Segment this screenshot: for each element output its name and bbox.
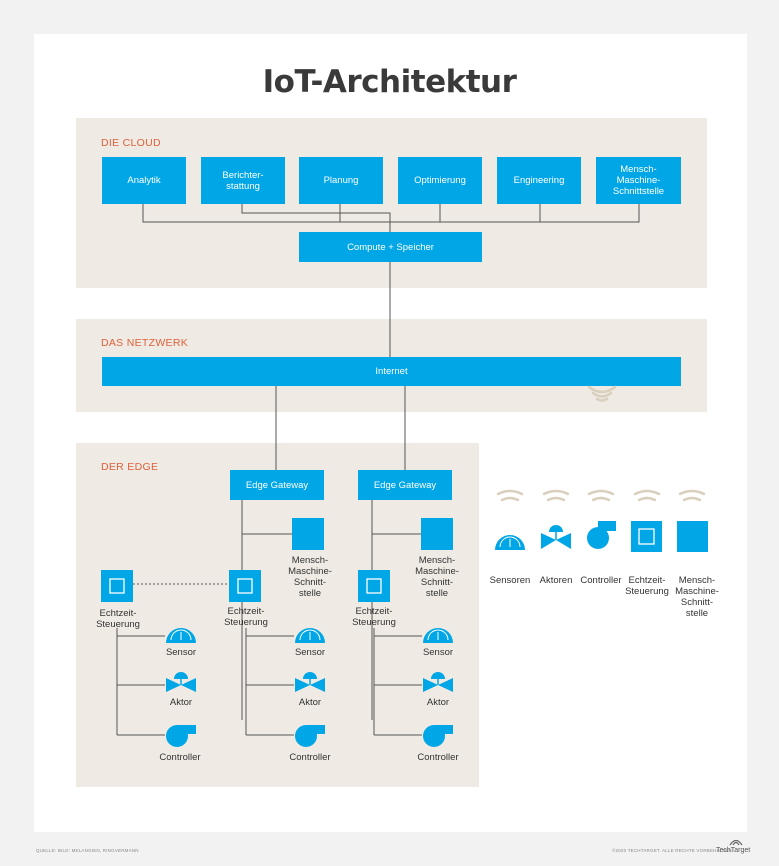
cloud-box-berichterstattung: Berichter- stattung	[201, 157, 285, 204]
edge-hmi-square-2	[421, 518, 453, 550]
edge-controller-label-3: Controller	[417, 752, 459, 763]
footer-copyright: ©2020 TECHTARGET. ALLE RECHTE VORBEHALTE…	[612, 848, 734, 853]
edge-sensor-label-2: Sensor	[294, 647, 326, 658]
edge-controller-label-2: Controller	[289, 752, 331, 763]
edge-sensor-icon-1	[166, 628, 196, 643]
network-wifi-icon	[587, 385, 617, 402]
edge-actor-label-1: Aktor	[169, 697, 193, 708]
cloud-box-hmi: Mensch- Maschine- Schnittstelle	[596, 157, 681, 204]
legend-label-controller: Controller	[580, 575, 622, 586]
legend-label-sensors: Sensoren	[489, 575, 531, 586]
legend-label-actors: Aktoren	[539, 575, 573, 586]
edge-gateway-2: Edge Gateway	[358, 470, 452, 500]
cloud-box-engineering: Engineering	[497, 157, 581, 204]
edge-actor-label-3: Aktor	[426, 697, 450, 708]
edge-controller-label-1: Controller	[159, 752, 201, 763]
edge-sensor-icon-2	[295, 628, 325, 643]
footer-source: QUELLE: BILD: MELANGIEN, RINGVERMANN	[36, 848, 139, 853]
edge-sensor-label-1: Sensor	[165, 647, 197, 658]
techtarget-logo-icon	[729, 839, 743, 846]
compute-storage-box: Compute + Speicher	[299, 232, 482, 262]
edge-sensor-icon-3	[423, 628, 453, 643]
edge-controller-icon-2	[295, 725, 325, 747]
cloud-box-analytik: Analytik	[102, 157, 186, 204]
edge-rt-label-2: Echtzeit- Steuerung	[224, 606, 268, 628]
edge-gateway-1: Edge Gateway	[230, 470, 324, 500]
edge-sensor-label-3: Sensor	[422, 647, 454, 658]
edge-hmi-label-2: Mensch- Maschine- Schnitt- stelle	[415, 555, 459, 599]
legend-icons	[495, 489, 708, 552]
edge-rt-icon-3	[358, 570, 390, 602]
cloud-section-label: DIE CLOUD	[101, 137, 161, 149]
footer-brand: TechTarget	[716, 847, 751, 854]
edge-section-label: DER EDGE	[101, 461, 159, 473]
edge-rt-icon-2	[229, 570, 261, 602]
legend-label-hmi: Mensch- Maschine- Schnitt- stelle	[675, 575, 719, 619]
edge-hmi-label-1: Mensch- Maschine- Schnitt- stelle	[288, 555, 332, 599]
network-section-label: DAS NETZWERK	[101, 337, 189, 349]
edge-rt-label-3: Echtzeit- Steuerung	[352, 606, 396, 628]
legend-label-rt: Echtzeit- Steuerung	[625, 575, 669, 597]
edge-actor-icon-3	[423, 672, 453, 692]
edge-actor-icon-2	[295, 672, 325, 692]
edge-rt-label-1: Echtzeit- Steuerung	[96, 608, 140, 630]
cloud-box-optimierung: Optimierung	[398, 157, 482, 204]
internet-bar: Internet	[102, 357, 681, 386]
edge-rt-icon-1	[101, 570, 133, 602]
diagram-title: IoT-Architektur	[262, 64, 517, 100]
edge-controller-icon-3	[423, 725, 453, 747]
edge-panel	[76, 443, 479, 787]
edge-actor-label-2: Aktor	[298, 697, 322, 708]
edge-controller-icon-1	[166, 725, 196, 747]
edge-hmi-square-1	[292, 518, 324, 550]
edge-actor-icon-1	[166, 672, 196, 692]
cloud-box-planung: Planung	[299, 157, 383, 204]
